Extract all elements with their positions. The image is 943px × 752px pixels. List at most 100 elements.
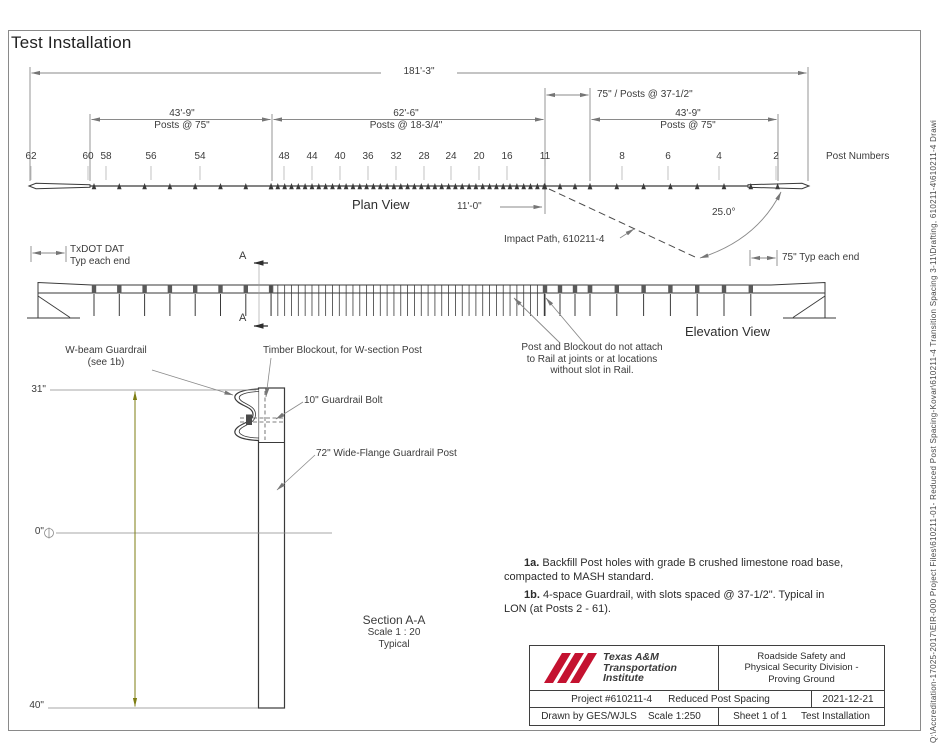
dim-0-label: 0" [34, 526, 44, 537]
dim-right-value: 43'-9" [675, 108, 701, 119]
timber-blockout-label: Timber Blockout, for W-section Post [263, 345, 422, 356]
dim-mid-sub: Posts @ 18-3/4" [369, 119, 443, 131]
attach-note-line3: without slot in Rail. [550, 365, 634, 376]
wbeam-line2: (see 1b) [87, 356, 125, 368]
elevation-posts [91, 284, 753, 316]
post-number: 2 [773, 151, 779, 162]
post-number: 54 [194, 151, 206, 162]
post-number: 58 [100, 151, 112, 162]
post-number: 28 [418, 151, 430, 162]
post-number: 32 [390, 151, 402, 162]
wbeam-profile [234, 388, 259, 442]
post-number: 16 [501, 151, 513, 162]
dim-right-sub: Posts @ 75" [660, 119, 716, 131]
title-block-row2: Project #610211-4 Reduced Post Spacing 2… [530, 691, 884, 708]
dim-left-value: 43'-9" [169, 108, 195, 119]
dim-mid-value: 62'-6" [393, 108, 419, 119]
impact-path [548, 188, 782, 259]
section-cut-markers [253, 260, 268, 329]
section-marker-a-top: A [239, 250, 247, 262]
dim-75-label: 75" / Posts @ 37-1/2" [597, 89, 693, 100]
attach-note: Post and Blockout do not attach to Rail … [488, 342, 696, 377]
typ-75-label: 75" Typ each end [782, 252, 860, 263]
impact-angle-label: 25.0° [710, 207, 738, 219]
scale-cell: Scale 1:250 [648, 710, 701, 722]
title-block: Texas A&M Transportation Institute Roads… [529, 645, 885, 726]
post-number: 20 [473, 151, 485, 162]
post-number: 60 [82, 151, 94, 162]
elevation-annotations [30, 246, 778, 344]
division-line3: Proving Ground [768, 673, 835, 685]
note-1a-number: 1a. [524, 557, 540, 569]
post-number-leaders [30, 166, 777, 180]
tti-logo-line1: Texas A&M [603, 651, 659, 664]
txdot-dat-line1: TxDOT DAT [70, 244, 125, 255]
post-number: 48 [278, 151, 290, 162]
drawn-by-cell: Drawn by GES/WJLS [541, 710, 637, 722]
tti-logo-line2: Transportation [603, 661, 677, 674]
project-number: Project #610211-4 [571, 693, 653, 705]
title-block-row1: Texas A&M Transportation Institute Roads… [530, 646, 884, 691]
page-title: Test Installation [11, 33, 132, 52]
section-leaders [151, 357, 316, 491]
post-number: 8 [619, 151, 625, 162]
tti-logo-line3: Institute [603, 672, 644, 685]
tti-logo-text: Texas A&M Transportation Institute [603, 652, 677, 684]
post-number: 40 [334, 151, 346, 162]
section-dimensions [44, 389, 332, 709]
section-aa-label: Section A-A Scale 1 : 20 Typical [340, 613, 448, 650]
file-path-vertical: Q:\Accreditation-17025-2017\EIR-000 Proj… [929, 119, 938, 743]
project-cell: Project #610211-4 Reduced Post Spacing [530, 691, 811, 707]
post-number: 56 [145, 151, 157, 162]
elevation-view-label: Elevation View [685, 324, 771, 339]
post-number: 11 [539, 151, 551, 162]
impact-path-label: Impact Path, 610211-4 [504, 234, 605, 245]
plan-view-label: Plan View [352, 197, 410, 212]
section-detail [234, 387, 286, 709]
note-1a-text: Backfill Post holes with grade B crushed… [504, 557, 844, 583]
elevation-rail [27, 281, 836, 319]
dim-40-label: 40" [29, 700, 44, 711]
post-number: 24 [445, 151, 457, 162]
tti-logo-stripes-icon [544, 653, 597, 683]
guardrail-bolt-label: 10" Guardrail Bolt [304, 395, 383, 406]
project-name: Reduced Post Spacing [668, 693, 770, 705]
note-1a: 1a. Backfill Post holes with grade B cru… [504, 557, 850, 584]
txdot-dat-label: TxDOT DAT Typ each end [70, 244, 130, 267]
note-1b-text: 4-space Guardrail, with slots spaced @ 3… [504, 589, 825, 615]
sheet-cell: Sheet 1 of 1 Test Installation [718, 708, 884, 725]
wbeam-guardrail-label: W-beam Guardrail (see 1b) [50, 345, 162, 368]
attach-note-line1: Post and Blockout do not attach [521, 342, 663, 353]
guardrail-post-label: 72" Wide-Flange Guardrail Post [316, 448, 457, 459]
attach-note-line2: to Rail at joints or at locations [526, 353, 658, 365]
dim-31-label: 31" [31, 384, 46, 395]
wbeam-line1: W-beam Guardrail [65, 345, 147, 356]
guardrail-post-shape [257, 387, 286, 709]
dim-left-sub: Posts @ 75" [154, 119, 210, 131]
post-number: 44 [306, 151, 318, 162]
post-number: 4 [716, 151, 722, 162]
notes-block: 1a. Backfill Post holes with grade B cru… [504, 557, 850, 621]
division-line2: Physical Security Division - [744, 662, 859, 674]
date-cell: 2021-12-21 [811, 691, 884, 707]
section-aa-title: Section A-A [362, 613, 426, 627]
post-number: 6 [665, 151, 671, 162]
plan-left-terminal [27, 182, 91, 190]
dim-total-label: 181'-3" [381, 66, 457, 78]
dim-left-label: 43'-9" Posts @ 75" [129, 108, 235, 131]
plan-post-ticks [91, 183, 780, 190]
tti-logo: Texas A&M Transportation Institute [530, 646, 719, 690]
post-numbers-label: Post Numbers [826, 151, 890, 162]
dim-mid-label: 62'-6" Posts @ 18-3/4" [342, 108, 470, 131]
drawing-border [8, 30, 921, 731]
plan-rail [27, 166, 811, 190]
note-1b-number: 1b. [524, 589, 540, 601]
title-block-row3: Drawn by GES/WJLS Scale 1:250 Sheet 1 of… [530, 708, 884, 725]
section-aa-typical: Typical [378, 638, 410, 650]
division-line1: Roadside Safety and [757, 650, 846, 662]
note-1b: 1b. 4-space Guardrail, with slots spaced… [504, 589, 850, 616]
guardrail-bolt-head [246, 414, 252, 425]
section-marker-a-bottom: A [239, 312, 247, 324]
